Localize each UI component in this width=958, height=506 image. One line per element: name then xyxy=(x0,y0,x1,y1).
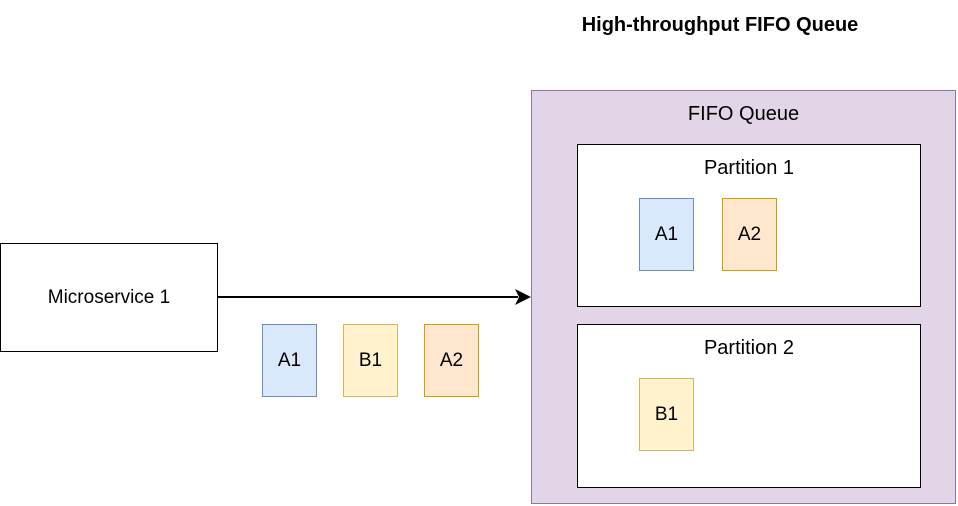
partition-1-message-a2[interactable]: A2 xyxy=(722,198,777,271)
message-label: B1 xyxy=(654,403,679,425)
diagram-title: High-throughput FIFO Queue xyxy=(581,14,859,36)
microservice-node[interactable]: Microservice 1 xyxy=(0,243,218,352)
partition-1[interactable]: Partition 1 A1 A2 xyxy=(577,144,921,307)
partition-2-label: Partition 2 xyxy=(703,337,795,359)
message-label: A2 xyxy=(737,223,762,245)
message-label: A1 xyxy=(654,223,679,245)
in-flight-message-b1[interactable]: B1 xyxy=(343,324,398,397)
message-label: A2 xyxy=(439,349,464,371)
partition-2[interactable]: Partition 2 B1 xyxy=(577,324,921,488)
fifo-queue-label: FIFO Queue xyxy=(687,103,800,125)
fifo-queue-container[interactable]: FIFO Queue Partition 1 A1 A2 Partition 2… xyxy=(531,90,956,504)
message-label: B1 xyxy=(358,349,383,371)
arrow-head xyxy=(515,289,531,305)
message-label: A1 xyxy=(277,349,302,371)
partition-1-message-a1[interactable]: A1 xyxy=(639,198,694,271)
partition-1-label: Partition 1 xyxy=(703,157,795,179)
partition-2-message-b1[interactable]: B1 xyxy=(639,378,694,451)
in-flight-message-a2[interactable]: A2 xyxy=(424,324,479,397)
microservice-label: Microservice 1 xyxy=(47,286,171,308)
in-flight-message-a1[interactable]: A1 xyxy=(262,324,317,397)
